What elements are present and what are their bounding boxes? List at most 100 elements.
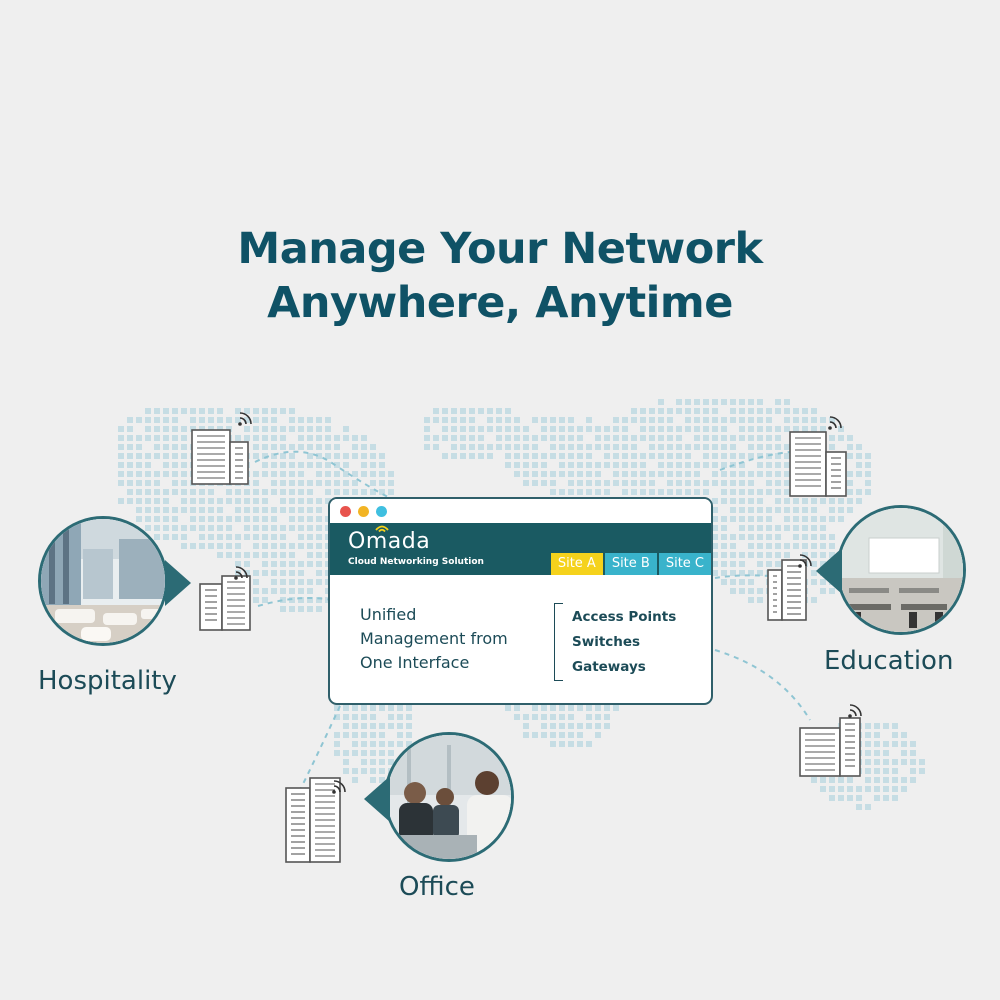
tab-site-a[interactable]: Site A <box>550 553 603 575</box>
map-dot <box>442 453 448 459</box>
map-dot <box>856 453 862 459</box>
map-dot <box>361 741 367 747</box>
map-dot <box>379 759 385 765</box>
map-dot <box>811 597 817 603</box>
map-dot <box>820 417 826 423</box>
map-dot <box>262 588 268 594</box>
map-dot <box>298 543 304 549</box>
map-dot <box>784 516 790 522</box>
map-dot <box>730 570 736 576</box>
map-dot <box>586 444 592 450</box>
map-dot <box>172 516 178 522</box>
map-dot <box>811 516 817 522</box>
map-dot <box>550 705 556 711</box>
map-dot <box>280 552 286 558</box>
map-dot <box>757 570 763 576</box>
map-dot <box>640 480 646 486</box>
map-dot <box>262 462 268 468</box>
headline-line-2: Anywhere, Anytime <box>267 278 733 328</box>
map-dot <box>451 426 457 432</box>
map-dot <box>289 552 295 558</box>
map-dot <box>172 489 178 495</box>
map-dot <box>352 489 358 495</box>
map-dot <box>145 480 151 486</box>
map-dot <box>613 417 619 423</box>
map-dot <box>352 453 358 459</box>
map-dot <box>298 462 304 468</box>
map-dot <box>856 471 862 477</box>
map-dot <box>730 480 736 486</box>
map-dot <box>181 444 187 450</box>
map-dot <box>271 525 277 531</box>
tab-site-c[interactable]: Site C <box>658 553 711 575</box>
map-dot <box>775 552 781 558</box>
map-dot <box>280 588 286 594</box>
map-dot <box>748 552 754 558</box>
map-dot <box>235 489 241 495</box>
map-dot <box>361 723 367 729</box>
connection-line <box>299 705 341 791</box>
map-dot <box>289 489 295 495</box>
map-dot <box>298 597 304 603</box>
map-dot <box>793 498 799 504</box>
map-dot <box>721 525 727 531</box>
map-dot <box>199 516 205 522</box>
map-dot <box>892 723 898 729</box>
map-dot <box>190 507 196 513</box>
map-dot <box>478 426 484 432</box>
map-dot <box>271 471 277 477</box>
map-dot <box>478 408 484 414</box>
map-dot <box>757 597 763 603</box>
map-dot <box>496 444 502 450</box>
map-dot <box>658 408 664 414</box>
map-dot <box>307 498 313 504</box>
map-dot <box>604 480 610 486</box>
map-dot <box>730 417 736 423</box>
map-dot <box>199 498 205 504</box>
map-dot <box>487 417 493 423</box>
map-dot <box>613 480 619 486</box>
map-dot <box>730 579 736 585</box>
map-dot <box>901 750 907 756</box>
map-dot <box>397 723 403 729</box>
map-dot <box>325 435 331 441</box>
map-dot <box>892 795 898 801</box>
map-dot <box>667 444 673 450</box>
map-dot <box>721 399 727 405</box>
map-dot <box>253 480 259 486</box>
map-dot <box>316 444 322 450</box>
map-dot <box>784 525 790 531</box>
map-dot <box>550 732 556 738</box>
map-dot <box>793 417 799 423</box>
map-dot <box>811 417 817 423</box>
minimize-dot-icon <box>358 506 369 517</box>
map-dot <box>721 435 727 441</box>
map-dot <box>622 417 628 423</box>
map-dot <box>658 453 664 459</box>
map-dot <box>316 435 322 441</box>
map-dot <box>730 534 736 540</box>
map-dot <box>271 444 277 450</box>
map-dot <box>505 408 511 414</box>
map-dot <box>865 723 871 729</box>
tab-site-b[interactable]: Site B <box>604 553 657 575</box>
map-dot <box>442 426 448 432</box>
map-dot <box>271 453 277 459</box>
map-dot <box>244 552 250 558</box>
map-dot <box>217 507 223 513</box>
map-dot <box>757 534 763 540</box>
map-dot <box>523 444 529 450</box>
map-dot <box>568 705 574 711</box>
map-dot <box>271 516 277 522</box>
feature-item: Access Points <box>572 609 677 625</box>
map-dot <box>325 426 331 432</box>
map-dot <box>163 498 169 504</box>
map-dot <box>703 426 709 432</box>
map-dot <box>766 543 772 549</box>
map-dot <box>739 453 745 459</box>
map-dot <box>640 426 646 432</box>
map-dot <box>208 516 214 522</box>
map-dot <box>253 426 259 432</box>
connection-line <box>714 649 811 721</box>
